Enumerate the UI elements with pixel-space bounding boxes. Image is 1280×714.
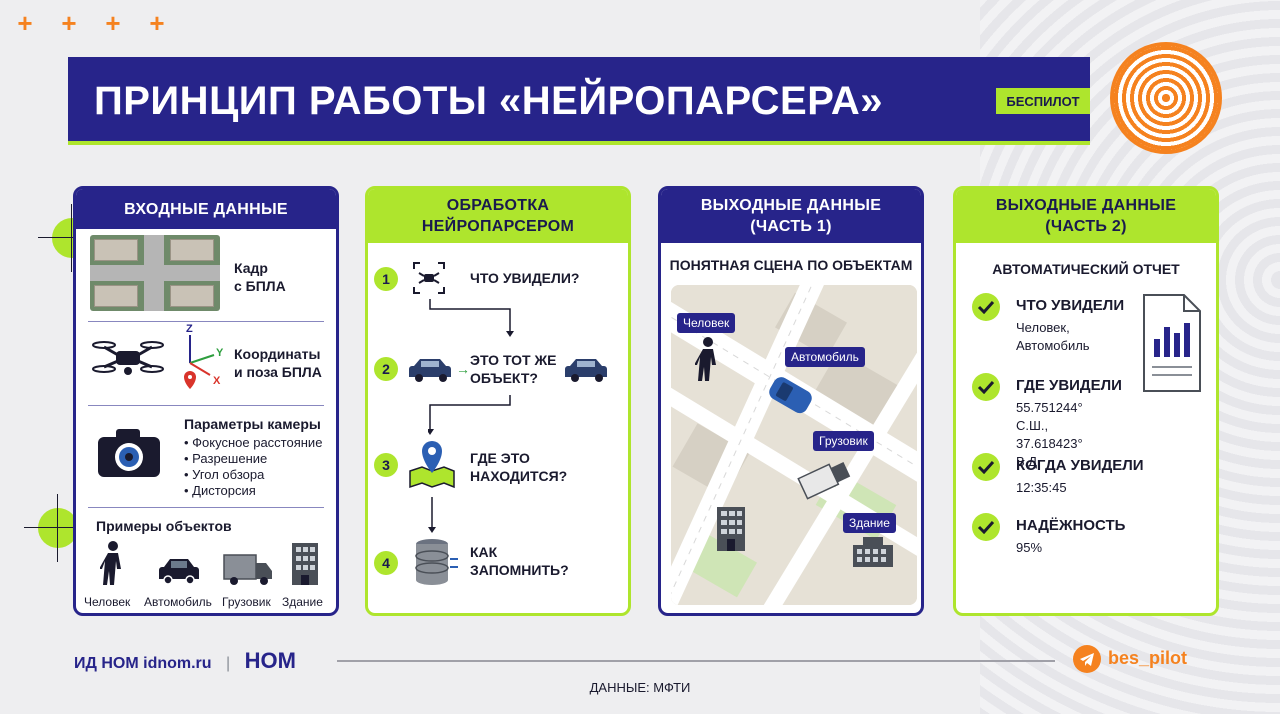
- footer-publisher: ИД НОМ idnom.ru | НОМ: [74, 648, 296, 674]
- axis-y-label: Y: [216, 347, 224, 359]
- report-item-value: Человек, Автомобиль: [1016, 320, 1090, 353]
- panel-output-1-title: ВЫХОДНЫЕ ДАННЫЕ (ЧАСТЬ 1): [661, 189, 921, 243]
- arrow-icon: →: [456, 361, 470, 377]
- title-stripe: [68, 141, 1090, 145]
- example-label: Автомобиль: [144, 595, 212, 609]
- report-item-value: 12:35:45: [1016, 480, 1067, 495]
- camera-item: • Фокусное расстояние: [184, 435, 323, 450]
- bespilot-tag: БЕСПИЛОТ: [996, 88, 1090, 114]
- divider: [88, 321, 324, 322]
- plus-icon: +: [149, 8, 165, 38]
- publisher-text: ИД НОМ idnom.ru: [74, 655, 212, 672]
- car-icon: [159, 559, 199, 585]
- report-document-icon: [1143, 294, 1201, 392]
- report-item-value: 55.751244° С.Ш., 37.618423° В.Д.: [1016, 400, 1083, 469]
- car-icon: [409, 359, 451, 382]
- coords-label: Координаты и поза БПЛА: [234, 346, 322, 380]
- panel-processing-title: ОБРАБОТКА НЕЙРОПАРСЕРОМ: [368, 189, 628, 243]
- map-pin-icon: [409, 441, 455, 489]
- telegram-icon: [1073, 645, 1101, 673]
- flow-arrow-icon: [429, 299, 514, 337]
- map-tag-building: Здание: [843, 513, 896, 533]
- data-source: ДАННЫЕ: МФТИ: [589, 680, 691, 695]
- step-number: 4: [374, 551, 398, 575]
- checkmark-icon: [972, 373, 1000, 401]
- car-icon: [769, 377, 812, 414]
- map-tag-car: Автомобиль: [785, 347, 865, 367]
- step-text: ЧТО УВИДЕЛИ?: [470, 270, 580, 286]
- drone-scan-icon: [413, 262, 445, 294]
- checkmark-icon: [972, 513, 1000, 541]
- example-label: Грузовик: [222, 595, 271, 609]
- divider: [88, 405, 324, 406]
- report-item-title: ЧТО УВИДЕЛИ: [1016, 297, 1125, 314]
- step-text: ЭТО ТОТ ЖЕ ОБЪЕКТ?: [470, 352, 557, 386]
- footer-divider: |: [226, 655, 231, 672]
- title-bar: ПРИНЦИП РАБОТЫ «НЕЙРОПАРСЕРА»: [68, 57, 1090, 145]
- plus-icon: +: [105, 8, 121, 38]
- example-label: Здание: [282, 595, 323, 609]
- checkmark-icon: [972, 453, 1000, 481]
- building-icon: [717, 507, 745, 551]
- truck-icon: [797, 462, 851, 500]
- step-number: 1: [374, 267, 398, 291]
- drone-icon: [92, 341, 164, 375]
- panel-output-2-title: ВЫХОДНЫЕ ДАННЫЕ (ЧАСТЬ 2): [956, 189, 1216, 243]
- panel-input: ВХОДНЫЕ ДАННЫЕ Кадр с БПЛА Z X Y Координ…: [73, 186, 339, 616]
- database-icon: [415, 539, 458, 585]
- nom-logo: НОМ: [244, 648, 296, 673]
- camera-item: • Дисторсия: [184, 483, 256, 498]
- axis-z-label: Z: [186, 323, 193, 335]
- axis-x-label: X: [213, 375, 221, 387]
- building-icon: [853, 537, 893, 567]
- plus-icon: +: [17, 8, 33, 38]
- map-tag-truck: Грузовик: [813, 431, 874, 451]
- drone-frame-image: [90, 235, 220, 311]
- examples-title: Примеры объектов: [96, 518, 232, 534]
- step-text: ГДЕ ЭТО НАХОДИТСЯ?: [470, 450, 568, 484]
- person-icon: [695, 337, 716, 381]
- axes-icon: [184, 335, 215, 389]
- footer-divider-line: [337, 660, 1055, 662]
- report-item-title: КОГДА УВИДЕЛИ: [1016, 457, 1144, 474]
- step-number: 2: [374, 357, 398, 381]
- bespilot-logo-icon: [1110, 42, 1222, 154]
- panel-output-1: ВЫХОДНЫЕ ДАННЫЕ (ЧАСТЬ 1) ПОНЯТНАЯ СЦЕНА…: [658, 186, 924, 616]
- map-tag-person: Человек: [677, 313, 736, 333]
- decorative-pluses: + + + +: [12, 8, 170, 38]
- plus-icon: +: [61, 8, 77, 38]
- report-item-title: ГДЕ УВИДЕЛИ: [1016, 377, 1122, 394]
- telegram-handle[interactable]: bes_pilot: [1108, 648, 1188, 668]
- camera-item: • Угол обзора: [184, 467, 265, 482]
- panel-input-title: ВХОДНЫЕ ДАННЫЕ: [76, 189, 336, 229]
- report-item-title: НАДЁЖНОСТЬ: [1016, 517, 1126, 534]
- camera-icon: [98, 429, 160, 477]
- camera-title: Параметры камеры: [184, 416, 321, 432]
- car-icon: [565, 359, 607, 382]
- flow-arrow-icon: [428, 395, 511, 435]
- truck-icon: [223, 554, 272, 585]
- step-number: 3: [374, 453, 398, 477]
- camera-item: • Разрешение: [184, 451, 268, 466]
- crosshair-icon: [24, 494, 92, 562]
- person-icon: [100, 541, 121, 585]
- checkmark-icon: [972, 293, 1000, 321]
- building-icon: [292, 543, 318, 585]
- divider: [88, 507, 324, 508]
- panel-processing: ОБРАБОТКА НЕЙРОПАРСЕРОМ 1 ЧТО УВИДЕЛИ? 2…: [365, 186, 631, 616]
- scene-map: Человек Автомобиль Грузовик Здание: [671, 285, 917, 605]
- panel-output-2: ВЫХОДНЫЕ ДАННЫЕ (ЧАСТЬ 2) АВТОМАТИЧЕСКИЙ…: [953, 186, 1219, 616]
- flow-arrow-icon: [428, 497, 436, 533]
- frame-label: Кадр с БПЛА: [234, 260, 286, 294]
- page-title: ПРИНЦИП РАБОТЫ «НЕЙРОПАРСЕРА»: [94, 78, 884, 123]
- step-text: КАК ЗАПОМНИТЬ?: [470, 544, 569, 578]
- output-1-subtitle: ПОНЯТНАЯ СЦЕНА ПО ОБЪЕКТАМ: [669, 257, 913, 273]
- output-2-subtitle: АВТОМАТИЧЕСКИЙ ОТЧЕТ: [992, 261, 1180, 277]
- report-item-value: 95%: [1016, 540, 1043, 555]
- example-label: Человек: [84, 595, 131, 609]
